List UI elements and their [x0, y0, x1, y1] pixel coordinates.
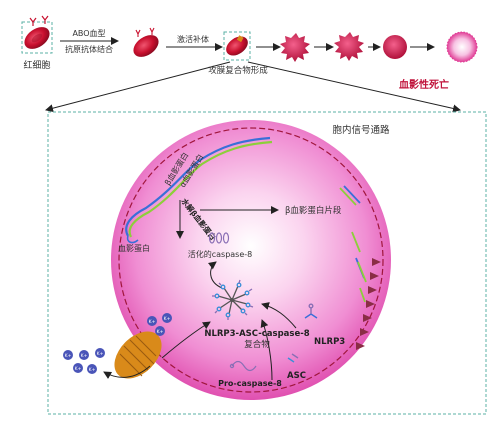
- k-ion-label: K+: [81, 353, 88, 359]
- activated-caspase-label: 活化的caspase-8: [188, 249, 253, 259]
- dying-cell: [383, 35, 407, 59]
- k-ion-icon: [63, 350, 73, 360]
- rbc-label: 红细胞: [23, 59, 50, 71]
- echinocyte-cell: [280, 33, 310, 62]
- arrow-pore-to-complex: [161, 321, 211, 359]
- beta-fragment-label: β血影蛋白片段: [285, 205, 342, 216]
- mac-frame: [223, 31, 251, 61]
- cell-body: [111, 120, 391, 400]
- binding-label-1: ABO血型: [72, 28, 105, 38]
- arrow-nlrp3-to-complex: [261, 302, 297, 329]
- arrow-complex-to-caspase: [208, 261, 223, 289]
- nlrp3-icon: [304, 303, 318, 319]
- mac-label: 攻膜复合物形成: [208, 65, 268, 76]
- k-ion-icon: [147, 316, 157, 326]
- k-ion-icon: [95, 348, 105, 358]
- k-ion-icon: [73, 363, 83, 373]
- k-ion-label: K+: [89, 367, 96, 373]
- k-ion-icon: [79, 350, 89, 360]
- k-ion-icon: [162, 313, 172, 323]
- caspase-8-icon: [208, 232, 230, 244]
- k-ion-label: K+: [149, 319, 156, 325]
- k-ion-label: K+: [65, 353, 72, 359]
- inflammasome-complex-icon: [212, 279, 254, 320]
- antibody-icon: [135, 27, 155, 37]
- rbc-frame: [21, 21, 53, 54]
- cell-membrane: [118, 127, 384, 393]
- asc-label: ASC: [287, 371, 306, 381]
- ghost-cell: [447, 32, 477, 62]
- antibody-icon: [29, 15, 49, 26]
- complement-label: 激活补体: [177, 34, 209, 44]
- pro-caspase-icon: [229, 360, 257, 372]
- beta-spectrin-strand: [125, 136, 271, 237]
- pro-caspase-label: Pro-caspase-8: [218, 379, 282, 388]
- zoom-line-right: [247, 61, 461, 113]
- alpha-spectrin-strand: [128, 140, 273, 238]
- hemolysis-death-label: 血影性死亡: [399, 78, 449, 91]
- binding-label-2: 抗原抗体结合: [65, 44, 113, 54]
- nlrp3-label: NLRP3: [314, 337, 345, 347]
- k-ion-icon: [87, 364, 97, 374]
- k-ion-label: K+: [75, 366, 82, 372]
- asc-icon: [287, 353, 299, 363]
- spectrin-fragments: [339, 185, 367, 303]
- k-ion-label: K+: [97, 351, 104, 357]
- k-ion-icon: [155, 326, 165, 336]
- spherocyte-cell: [334, 32, 364, 61]
- arrow-asc-to-complex: [260, 319, 273, 381]
- pathway-title: 胞内信号通路: [332, 124, 390, 136]
- k-ion-label: K+: [164, 316, 171, 322]
- spectrin-label: 血影蛋白: [118, 243, 150, 253]
- zoom-line-left: [45, 61, 231, 113]
- arrow-k-efflux: [103, 365, 151, 379]
- mac-attack-markers: [356, 258, 381, 350]
- complex-label-1: NLRP3-ASC-caspase-8: [204, 329, 309, 339]
- mac-cell: [226, 36, 248, 56]
- k-ion-label: K+: [157, 329, 164, 335]
- antibody-bound-cell: [133, 35, 159, 57]
- k-ion-cluster: [63, 313, 172, 374]
- complex-label-2: 复合物: [244, 339, 270, 350]
